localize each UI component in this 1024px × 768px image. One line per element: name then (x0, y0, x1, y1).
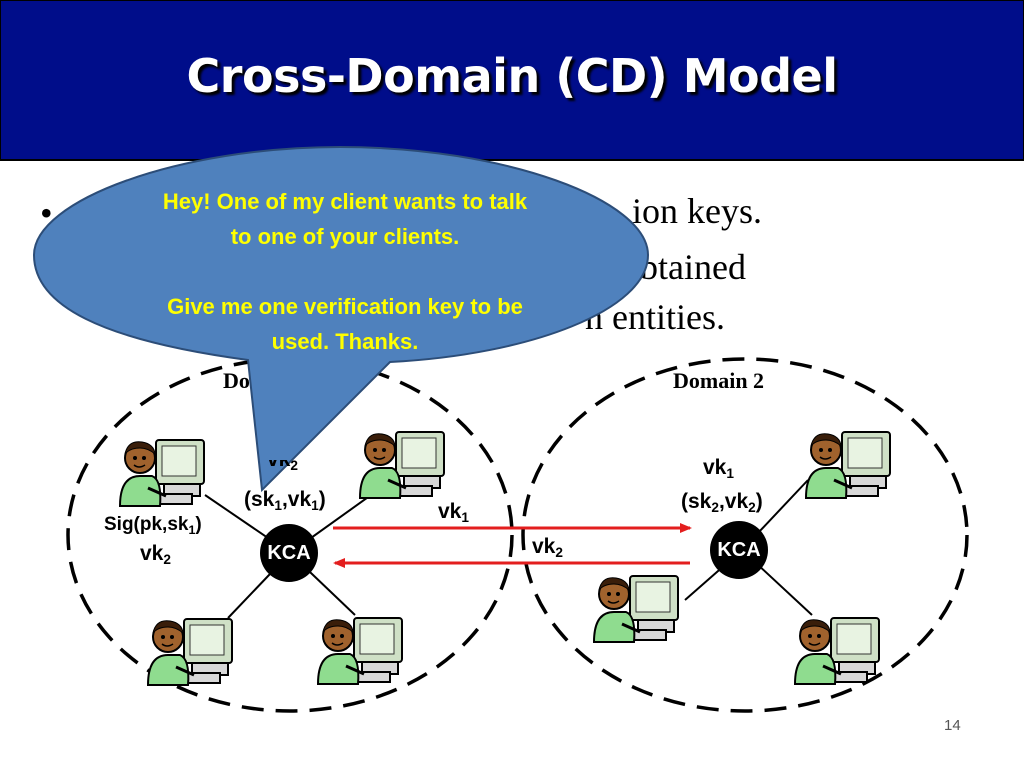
domain2-key-pair-label: (sk2,vk2) (681, 490, 763, 515)
domain1-vk-label: vk2 (267, 458, 298, 473)
domain1-label: Do (223, 368, 250, 393)
slide-title: Cross-Domain (CD) Model (186, 49, 838, 103)
page-number: 14 (944, 717, 961, 734)
callout-line-3: Give me one verification key to be (167, 294, 523, 319)
client-computer-icon (316, 616, 404, 686)
arrow-vk1-label: vk1 (438, 500, 469, 525)
client-computer-icon (146, 617, 234, 687)
callout-text: Hey! One of my client wants to talk to o… (110, 184, 580, 359)
domain2-vk-label: vk1 (703, 456, 734, 481)
callout-line-4: used. Thanks. (271, 329, 419, 354)
client-computer-icon (592, 574, 680, 644)
bullet-line-2: btained (640, 247, 746, 287)
kca-node-domain2: KCA (710, 521, 768, 579)
domain1-signature-label: Sig(pk,sk1) (104, 514, 202, 537)
domain2-boundary (521, 357, 969, 713)
client-computer-icon (793, 616, 881, 686)
callout-line-1: Hey! One of my client wants to talk (162, 189, 528, 214)
domain1-key-pair-label: (sk1,vk1) (244, 488, 326, 513)
speech-callout (32, 145, 650, 493)
kca-node-domain1: KCA (260, 524, 318, 582)
domain1-held-vk-label: vk2 (140, 542, 171, 567)
client-computer-icon (804, 430, 892, 500)
callout-line-2: to one of your clients. (230, 224, 460, 249)
client-computer-icon (358, 430, 446, 500)
bullet-line-1: ion keys. (632, 191, 762, 231)
domain1-boundary (66, 357, 514, 713)
domain2-label: Domain 2 (673, 368, 765, 393)
title-bar: Cross-Domain (CD) Model (0, 0, 1024, 161)
arrow-vk2-label: vk2 (532, 535, 563, 560)
client-computer-icon (118, 438, 206, 508)
